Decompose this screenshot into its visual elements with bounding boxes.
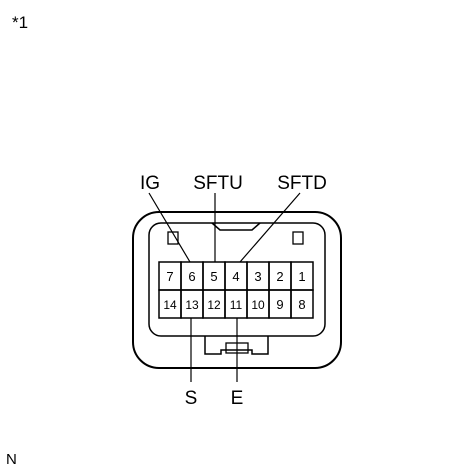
pin-number-13: 13 bbox=[185, 298, 199, 312]
pin-number-1: 1 bbox=[298, 269, 305, 284]
pin-number-14: 14 bbox=[163, 298, 177, 312]
pin-number-3: 3 bbox=[254, 269, 261, 284]
sftd-label: SFTD bbox=[277, 173, 327, 194]
pin-number-7: 7 bbox=[166, 269, 173, 284]
ig-label: IG bbox=[140, 173, 160, 194]
right-guide-key bbox=[292, 231, 304, 245]
pin-grid bbox=[158, 261, 314, 319]
pin-number-8: 8 bbox=[298, 297, 305, 312]
pin-number-10: 10 bbox=[251, 298, 265, 312]
view-mark: N bbox=[6, 451, 17, 468]
pin-number-9: 9 bbox=[276, 297, 283, 312]
e-label: E bbox=[231, 388, 244, 409]
pin-number-6: 6 bbox=[188, 269, 195, 284]
pin-number-2: 2 bbox=[276, 269, 283, 284]
left-guide-key bbox=[167, 231, 179, 245]
pin-number-5: 5 bbox=[210, 269, 217, 284]
pin-cell-8 bbox=[290, 289, 314, 319]
pin-number-4: 4 bbox=[232, 269, 239, 284]
sftd-leader-line bbox=[239, 192, 301, 263]
pin-number-12: 12 bbox=[207, 298, 221, 312]
reference-mark: *1 bbox=[12, 13, 29, 32]
sftu-label: SFTU bbox=[193, 173, 243, 194]
ig-leader-line bbox=[148, 192, 191, 263]
connector-top-tab bbox=[211, 222, 261, 231]
pin-number-11: 11 bbox=[230, 298, 243, 312]
s-label: S bbox=[185, 388, 198, 409]
